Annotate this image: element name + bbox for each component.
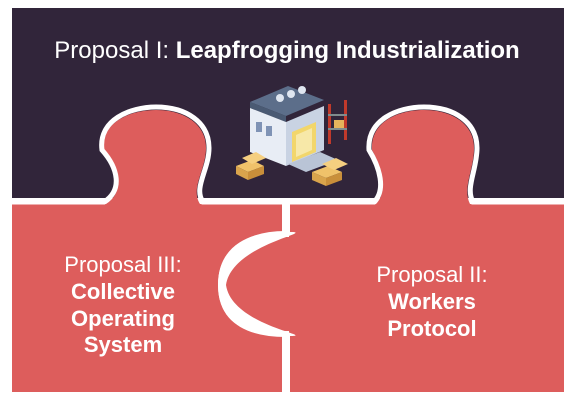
proposal-1-title: Proposal I: Leapfrogging Industrializati…	[0, 36, 574, 65]
proposal-2-prefix: Proposal II:	[376, 262, 488, 287]
proposal-2-name-line-2: Protocol	[387, 315, 477, 341]
piece-seam	[12, 104, 564, 205]
proposal-2-name-line-1: Workers	[388, 288, 476, 314]
factory-warehouse-icon	[236, 86, 348, 186]
proposal-1-prefix: Proposal I:	[54, 37, 176, 64]
proposal-3-name-line-3: System	[83, 332, 163, 358]
piece-seam-vertical	[217, 202, 289, 392]
proposal-3-name-line-1: Collective	[71, 278, 175, 304]
left-puzzle-piece	[12, 110, 282, 392]
right-puzzle-piece	[226, 110, 564, 392]
proposal-3-label: Proposal III: Collective Operating Syste…	[28, 252, 218, 359]
proposal-1-name: Leapfrogging Industrialization	[175, 37, 520, 64]
proposal-3-name-line-2: Operating	[71, 305, 175, 331]
proposal-3-prefix: Proposal III:	[64, 252, 182, 277]
proposal-2-label: Proposal II: Workers Protocol	[342, 262, 522, 342]
